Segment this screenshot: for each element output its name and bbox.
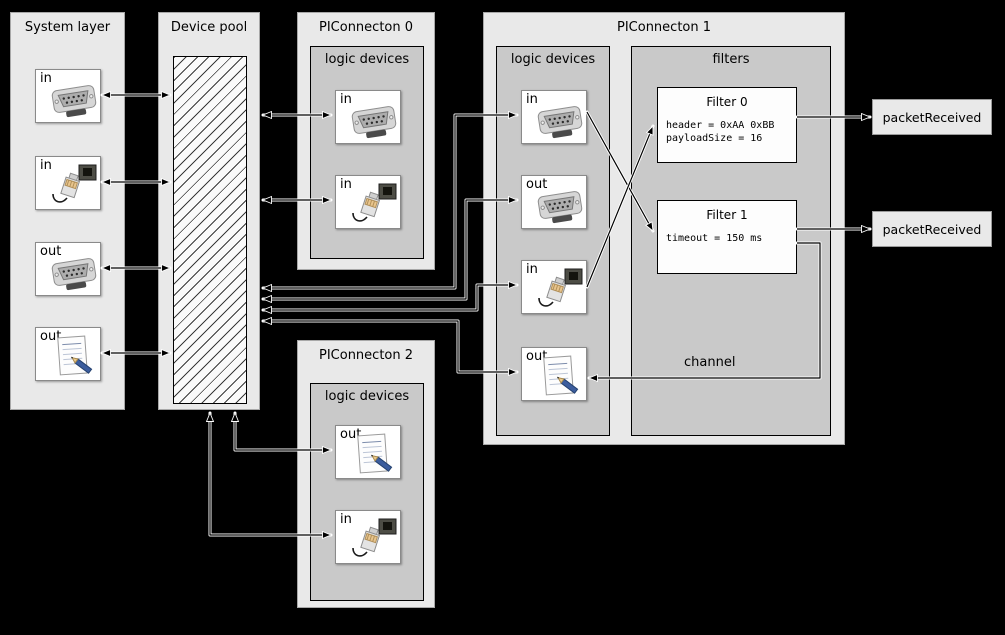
device-label: in bbox=[340, 512, 352, 527]
device-label: in bbox=[40, 71, 52, 86]
device-in-serial: in bbox=[35, 69, 101, 123]
device-label: out bbox=[340, 427, 362, 442]
filters-group: filters Filter 0 header = 0xAA 0xBB payl… bbox=[631, 46, 831, 436]
logic-devices-group: logic devices out in bbox=[310, 383, 424, 601]
device-label: in bbox=[526, 262, 538, 277]
serial-port-icon bbox=[536, 98, 584, 142]
ethernet-plug-icon bbox=[536, 268, 584, 312]
logic-devices-title: logic devices bbox=[324, 389, 410, 404]
piconnecton-0-panel: PIConnecton 0 logic devices in in bbox=[297, 12, 435, 270]
notes-pencil-icon bbox=[50, 335, 98, 379]
piconnecton-0-title: PIConnecton 0 bbox=[318, 20, 414, 35]
device-in-serial: in bbox=[335, 90, 401, 144]
piconnecton-1-title: PIConnecton 1 bbox=[616, 20, 712, 35]
device-pool-panel: Device pool bbox=[158, 12, 260, 410]
logic-devices-title: logic devices bbox=[324, 52, 410, 67]
device-label: in bbox=[526, 92, 538, 107]
piconnecton-2-title: PIConnecton 2 bbox=[318, 348, 414, 363]
packet-received-label: packetReceived bbox=[882, 221, 982, 237]
device-label: out bbox=[40, 244, 62, 259]
serial-port-icon bbox=[50, 77, 98, 121]
system-layer-panel: System layer in in bbox=[10, 12, 125, 410]
device-label: in bbox=[40, 158, 52, 173]
ethernet-plug-icon bbox=[50, 164, 98, 208]
device-label: out bbox=[40, 329, 62, 344]
channel-label: channel bbox=[684, 355, 736, 370]
device-in-ethernet: in bbox=[35, 156, 101, 210]
device-out-notes: out bbox=[521, 347, 587, 401]
device-label: out bbox=[526, 349, 548, 364]
filter-title: Filter 0 bbox=[706, 95, 748, 109]
logic-devices-group: logic devices in out bbox=[496, 46, 610, 436]
serial-port-icon bbox=[536, 183, 584, 227]
device-out-notes: out bbox=[335, 425, 401, 479]
filter-1: Filter 1 timeout = 150 ms bbox=[657, 200, 797, 274]
notes-pencil-icon bbox=[350, 433, 398, 477]
device-out-notes: out bbox=[35, 327, 101, 381]
filter-param: payloadSize = 16 bbox=[666, 133, 763, 144]
filter-param: timeout = 150 ms bbox=[666, 233, 763, 244]
system-layer-title: System layer bbox=[24, 20, 111, 35]
piconnecton-1-panel: PIConnecton 1 logic devices in out bbox=[483, 12, 845, 445]
filter-param: header = 0xAA 0xBB bbox=[666, 120, 775, 131]
device-in-ethernet: in bbox=[521, 260, 587, 314]
serial-port-icon bbox=[350, 98, 398, 142]
device-label: in bbox=[340, 92, 352, 107]
notes-pencil-icon bbox=[536, 355, 584, 399]
device-in-ethernet: in bbox=[335, 510, 401, 564]
filter-title: Filter 1 bbox=[706, 208, 748, 222]
device-in-serial: in bbox=[521, 90, 587, 144]
device-in-ethernet: in bbox=[335, 175, 401, 229]
filters-title: filters bbox=[712, 52, 750, 67]
packet-received-box: packetReceived bbox=[872, 211, 992, 247]
logic-devices-title: logic devices bbox=[510, 52, 596, 67]
ethernet-plug-icon bbox=[350, 518, 398, 562]
device-pool-title: Device pool bbox=[170, 20, 248, 35]
device-out-serial: out bbox=[35, 242, 101, 296]
ethernet-plug-icon bbox=[350, 183, 398, 227]
logic-devices-group: logic devices in in bbox=[310, 46, 424, 259]
device-out-serial: out bbox=[521, 175, 587, 229]
device-pool-hatch bbox=[173, 56, 247, 404]
packet-received-box: packetReceived bbox=[872, 99, 992, 135]
filter-0: Filter 0 header = 0xAA 0xBB payloadSize … bbox=[657, 87, 797, 163]
device-label: out bbox=[526, 177, 548, 192]
serial-port-icon bbox=[50, 250, 98, 294]
piconnecton-2-panel: PIConnecton 2 logic devices out in bbox=[297, 340, 435, 608]
packet-received-label: packetReceived bbox=[882, 109, 982, 125]
